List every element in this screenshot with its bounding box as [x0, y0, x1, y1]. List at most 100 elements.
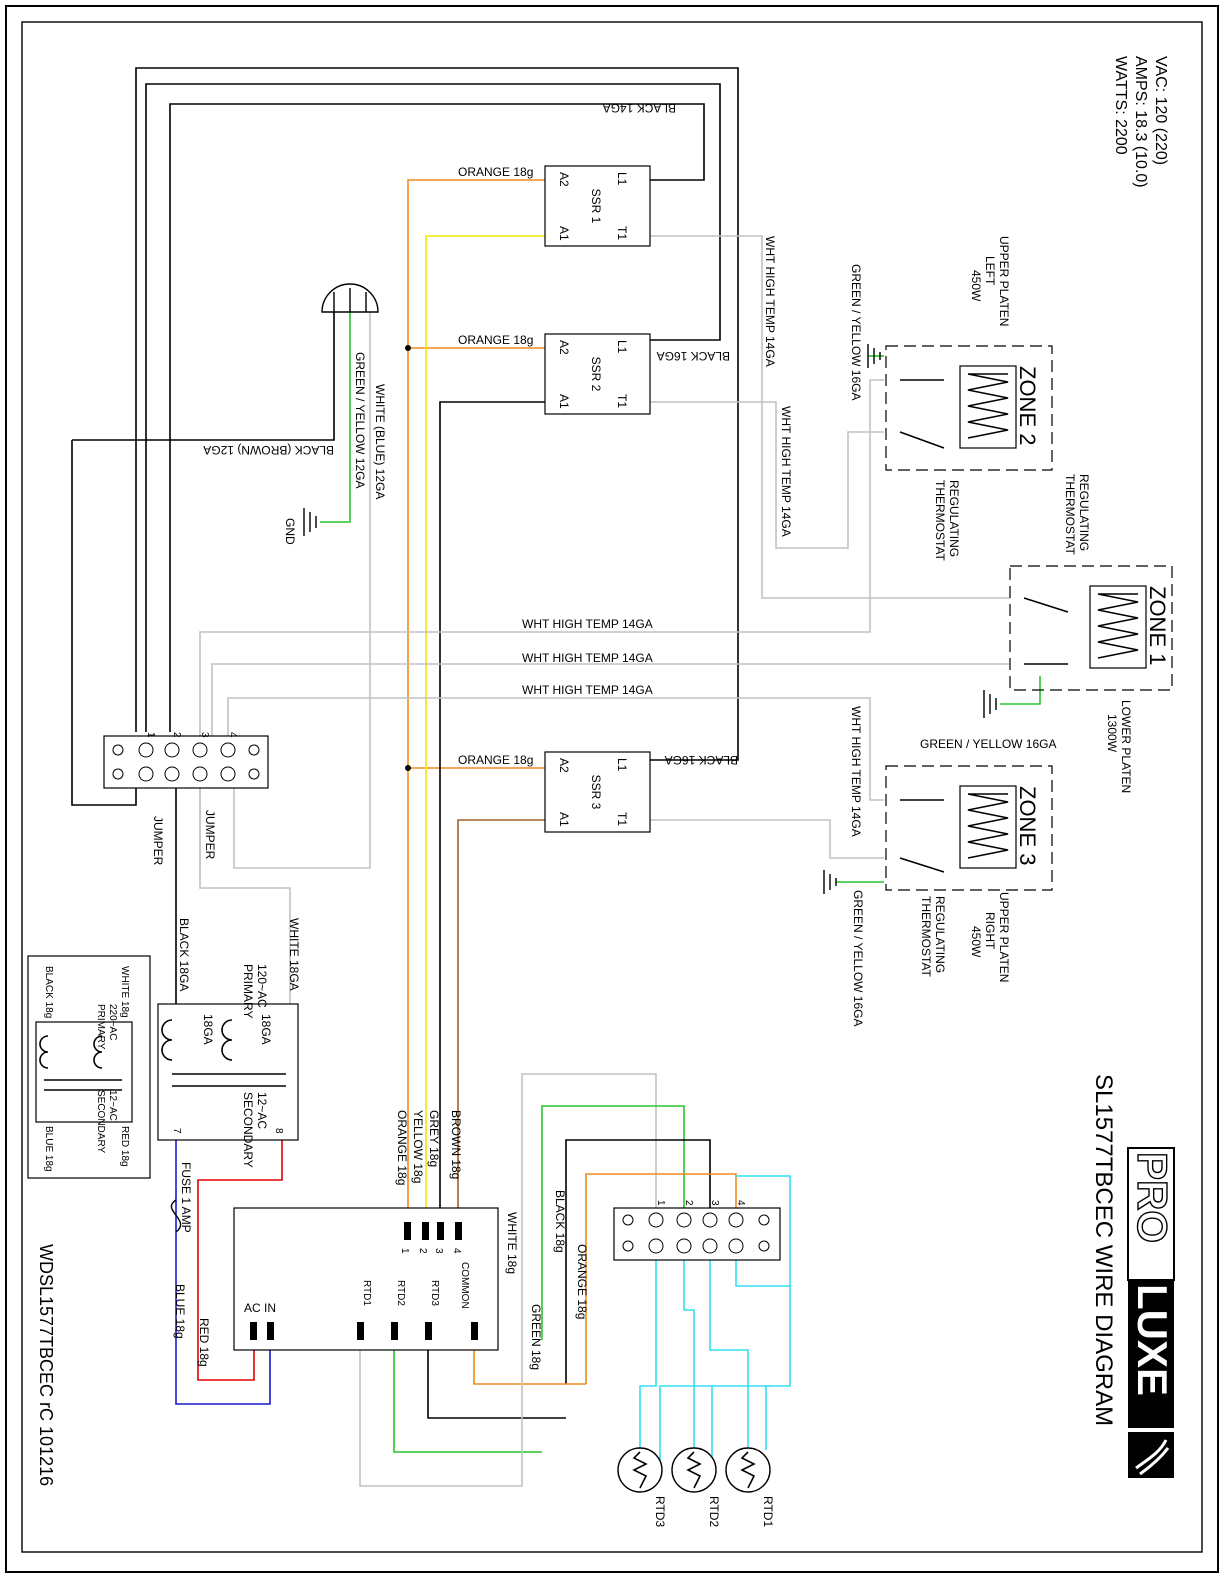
- wire-white-blue: WHITE (BLUE) 12GA: [373, 384, 387, 499]
- zone-2-desc-1: UPPER PLATEN: [997, 236, 1011, 326]
- main-tb-4: 4: [227, 732, 238, 738]
- header: VAC: 120 (220) AMPS: 18.3 (10.0) WATTS: …: [36, 56, 1177, 1486]
- main-tb-2: 2: [171, 732, 182, 738]
- zone-3-desc-3: 450W: [969, 926, 983, 958]
- rtd-tb-3: 3: [709, 1200, 720, 1206]
- ssr-3-pin-a1: A1: [557, 812, 571, 827]
- fuse-label: FUSE 1 AMP: [179, 1162, 193, 1233]
- zone-2-thermo-2: THERMOSTAT: [933, 480, 947, 562]
- zone-1-desc-1: LOWER PLATEN: [1119, 700, 1133, 793]
- wire-gy16-bot: GREEN / YELLOW 16GA: [851, 890, 865, 1027]
- rtd-tb-2: 2: [683, 1200, 694, 1206]
- wire-brown18: BROWN 18g: [449, 1110, 463, 1179]
- zone-1-desc-2: 1300W: [1105, 714, 1119, 753]
- rtd-terminal-block: 1 2 3 4: [613, 1200, 781, 1261]
- ctrl-out-1: 1: [399, 1248, 410, 1254]
- zone-3-name: ZONE 3: [1015, 786, 1040, 865]
- diagram-title: SL1577TBCEC WIRE DIAGRAM: [1090, 1074, 1117, 1426]
- wire-black16-1: BLACK 16GA: [657, 349, 730, 363]
- coil-a: 18GA: [201, 1014, 215, 1045]
- wire-black16-2: BLACK 16GA: [665, 753, 738, 767]
- wire-black14: BLACK 14GA: [603, 101, 676, 115]
- zone-2-desc-2: LEFT: [983, 256, 997, 286]
- fuse-icon: [170, 1199, 182, 1233]
- ctrl-rtd1: RTD1: [361, 1280, 372, 1306]
- ctrl-rtd2: RTD2: [395, 1280, 406, 1306]
- ssr-2-pin-a2: A2: [557, 340, 571, 355]
- spec-watts: WATTS: 2200: [1112, 56, 1129, 155]
- spec-amps: AMPS: 18.3 (10.0): [1132, 56, 1149, 188]
- alt-black: BLACK 18g: [43, 966, 54, 1018]
- rtd-sensors: RTD3 RTD2 RTD1: [617, 1447, 775, 1527]
- wire-gy16-mid: GREEN / YELLOW 16GA: [920, 737, 1057, 751]
- zone-3-desc-2: RIGHT: [983, 912, 997, 950]
- rtd1-label: RTD1: [761, 1496, 775, 1527]
- ctrl-out-4: 4: [451, 1248, 462, 1254]
- jumper-2: JUMPER: [203, 810, 217, 860]
- wire-wht-5: WHT HIGH TEMP 14GA: [522, 683, 653, 697]
- alt-white: WHITE 18g: [119, 966, 130, 1018]
- wire-orange-2: ORANGE 18g: [458, 333, 533, 347]
- tx-primary-1: 120~AC: [255, 964, 269, 1008]
- zone-2-name: ZONE 2: [1015, 366, 1040, 445]
- wire-gy12: GREEN / YELLOW 12GA: [353, 352, 367, 489]
- ssr-3-pin-t1: T1: [615, 812, 629, 826]
- ssr-2-pin-t1: T1: [615, 394, 629, 408]
- ssr-3-name: SSR 3: [589, 775, 603, 810]
- ssr-2-pin-l1: L1: [615, 340, 629, 354]
- wire-red18: RED 18g: [197, 1318, 211, 1367]
- zone-3-thermo-1: REGULATING: [933, 896, 947, 973]
- ssr-2-pin-a1: A1: [557, 394, 571, 409]
- zone-1-name: ZONE 1: [1145, 586, 1170, 665]
- zone-3-desc-1: UPPER PLATEN: [997, 892, 1011, 982]
- main-tb-1: 1: [145, 732, 156, 738]
- wires: [71, 67, 1041, 1487]
- ssr-1-pin-a1: A1: [557, 226, 571, 241]
- zone-2-thermo-1: REGULATING: [947, 480, 961, 557]
- rtd3-sensor-icon: [617, 1447, 663, 1493]
- alt-blue: BLUE 18g: [43, 1126, 54, 1172]
- wire-wht-4: WHT HIGH TEMP 14GA: [522, 651, 653, 665]
- alt-primary-2: PRIMARY: [95, 1004, 106, 1050]
- inner-border: [21, 21, 1203, 1553]
- wire-yellow18: YELLOW 18g: [411, 1110, 425, 1183]
- controller: 1 2 3 4 AC IN RTD1 RTD2 RTD3 COMMON: [233, 1207, 499, 1351]
- rtd2-label: RTD2: [707, 1496, 721, 1527]
- ssr-2: SSR 2 A2 L1 A1 T1: [544, 333, 651, 415]
- ctrl-rtd3: RTD3: [429, 1280, 440, 1306]
- ssr-1-pin-t1: T1: [615, 226, 629, 240]
- wire-blue18: BLUE 18g: [173, 1284, 187, 1339]
- coil-b: 18GA: [259, 1014, 273, 1045]
- tx-pin-7: 7: [171, 1128, 182, 1134]
- zone-3: ZONE 3 UPPER PLATEN RIGHT 450W REGULATIN…: [851, 765, 1053, 1027]
- rtd1-sensor-icon: [725, 1447, 771, 1493]
- ctrl-common: COMMON: [459, 1262, 470, 1309]
- wire-black18ga: BLACK 18GA: [177, 918, 191, 991]
- ground-icon: [303, 344, 997, 894]
- rtd2-sensor-icon: [671, 1447, 717, 1493]
- wire-orange-1: ORANGE 18g: [458, 165, 533, 179]
- wire-wht-2: WHT HIGH TEMP 14GA: [779, 406, 793, 537]
- zone-1-thermo-2: THERMOSTAT: [1063, 474, 1077, 556]
- tx-pin-8: 8: [273, 1128, 284, 1134]
- ctrl-ac-in: AC IN: [244, 1301, 276, 1315]
- spec-vac: VAC: 120 (220): [1152, 56, 1169, 165]
- main-tb-3: 3: [199, 732, 210, 738]
- page-border: [5, 5, 1219, 1573]
- tx-secondary-2: SECONDARY: [241, 1092, 255, 1168]
- wire-gy16-top: GREEN / YELLOW 16GA: [849, 264, 863, 401]
- alt-secondary-2: SECONDARY: [95, 1090, 106, 1153]
- ssr-2-name: SSR 2: [589, 357, 603, 392]
- brand-luxe: LUXE: [1129, 1284, 1176, 1396]
- brand-pro: PRO: [1129, 1152, 1176, 1243]
- ssr-1-pin-a2: A2: [557, 172, 571, 187]
- wire-labels: BLACK 14GA ORANGE 18g ORANGE 18g ORANGE …: [151, 101, 863, 1370]
- zone-2: ZONE 2 UPPER PLATEN LEFT 450W REGULATING…: [849, 236, 1053, 562]
- ssr-1-name: SSR 1: [589, 189, 603, 224]
- wire-orange18b: ORANGE 18g: [575, 1244, 589, 1319]
- ssr-1-pin-l1: L1: [615, 172, 629, 186]
- wire-gnd: GND: [283, 518, 297, 545]
- ssr-3-pin-a2: A2: [557, 758, 571, 773]
- zone-2-desc-3: 450W: [969, 270, 983, 302]
- doc-number: WDSL1577TBCEC rC 101216: [36, 1244, 56, 1486]
